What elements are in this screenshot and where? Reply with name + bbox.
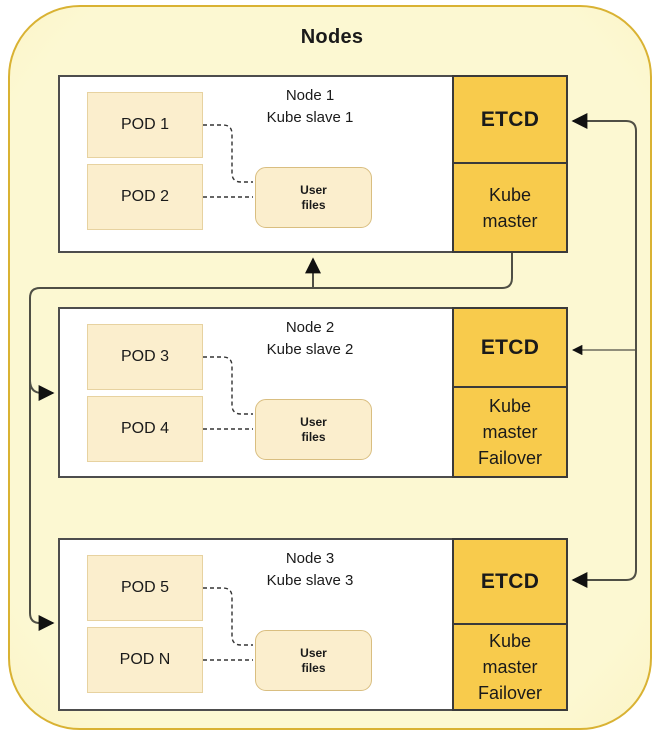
node-1-etcd: ETCD <box>454 77 566 164</box>
pod-5-box: POD 5 <box>87 555 203 621</box>
node-2-etcd-column: ETCD Kube master Failover <box>452 307 568 478</box>
node-3-name: Node 3 <box>285 550 335 567</box>
node-3-title: Node 3 Kube slave 3 <box>215 548 405 592</box>
node-1-etcd-column: ETCD Kube master <box>452 75 568 253</box>
pod-4-label: POD 4 <box>120 420 169 437</box>
node-2-name: Node 2 <box>285 319 335 336</box>
node-1-title: Node 1 Kube slave 1 <box>215 85 405 129</box>
pod-n-box: POD N <box>87 627 203 693</box>
node-1-group: Node 1 Kube slave 1 POD 1 POD 2 User file… <box>58 75 568 253</box>
diagram-title: Nodes <box>300 26 364 48</box>
pod-n-label: POD N <box>119 651 171 668</box>
node-1-name: Node 1 <box>285 87 335 104</box>
node-1-user-files: User files <box>255 167 372 228</box>
pod-1-box: POD 1 <box>87 92 203 158</box>
pod-4-box: POD 4 <box>87 396 203 462</box>
node-3-role: Kube slave 3 <box>266 572 354 589</box>
node-2-group: Node 2 Kube slave 2 POD 3 POD 4 User file… <box>58 307 568 478</box>
node-2-kube-master-failover: Kube master Failover <box>477 396 543 468</box>
node-2-role: Kube slave 2 <box>266 341 354 358</box>
node-1-kube-master: Kube master <box>482 184 538 231</box>
node-2-user-files: User files <box>255 399 372 460</box>
node-1-role: Kube slave 1 <box>266 109 354 126</box>
pod-3-label: POD 3 <box>120 348 169 365</box>
node-2-etcd: ETCD <box>454 309 566 388</box>
node-3-etcd: ETCD <box>454 540 566 625</box>
node-3-group: Node 3 Kube slave 3 POD 5 POD N User file… <box>58 538 568 711</box>
node-3-user-files: User files <box>255 630 372 691</box>
pod-2-label: POD 2 <box>120 188 169 205</box>
node-3-etcd-column: ETCD Kube master Failover <box>452 538 568 711</box>
pod-3-box: POD 3 <box>87 324 203 390</box>
node-2-title: Node 2 Kube slave 2 <box>215 317 405 361</box>
node-3-kube-master-failover: Kube master Failover <box>477 631 543 703</box>
pod-5-label: POD 5 <box>120 579 169 596</box>
pod-1-label: POD 1 <box>120 116 169 133</box>
pod-2-box: POD 2 <box>87 164 203 230</box>
